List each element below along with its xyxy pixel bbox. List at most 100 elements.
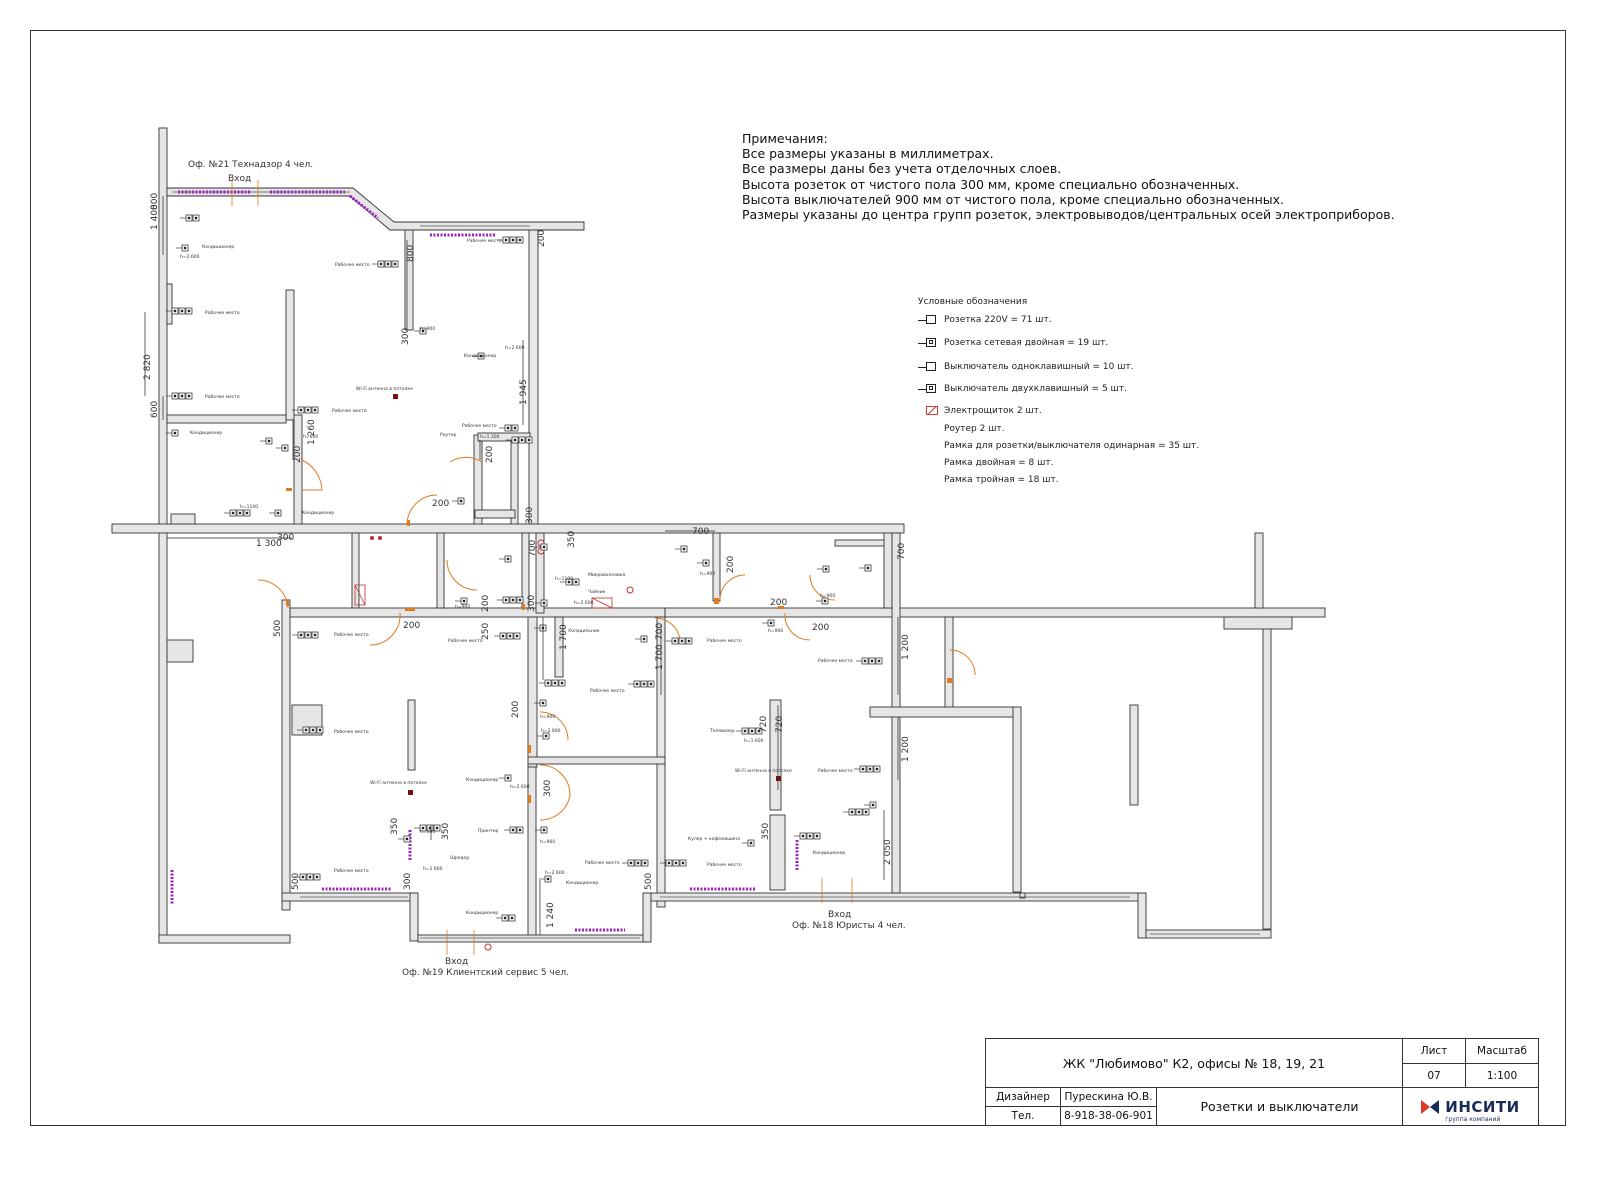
label-workplace: Рабочее место	[467, 238, 502, 244]
wall	[289, 607, 666, 618]
dim-200b: 200	[293, 446, 303, 463]
label-conditioner: Кондиционер	[466, 910, 498, 916]
windows	[172, 191, 1260, 939]
socket-core	[304, 728, 308, 732]
socket-core	[308, 875, 312, 879]
socket-core	[681, 861, 685, 865]
dim-300: 300	[277, 533, 294, 543]
label-height: h=900	[768, 628, 783, 634]
socket-core	[636, 861, 640, 865]
dim-1300: 1 300	[256, 539, 282, 549]
socket-core	[682, 547, 686, 551]
socket-core	[527, 438, 531, 442]
dim-350b: 350	[390, 818, 400, 835]
socket-core	[421, 329, 425, 333]
notes-line: Все размеры указаны в миллиметрах.	[742, 146, 994, 162]
wall	[527, 756, 666, 765]
dim-200h: 200	[770, 598, 787, 608]
socket-core	[518, 598, 522, 602]
socket-core	[542, 601, 546, 605]
dim-700d: 700	[655, 623, 665, 640]
dim-500b: 500	[291, 873, 301, 890]
dim-700: 700	[528, 540, 538, 557]
label-height: h=900	[540, 839, 555, 845]
socket-core	[642, 682, 646, 686]
wall	[1129, 704, 1139, 806]
label-workplace: Рабочее место	[205, 394, 240, 400]
socket-core	[180, 394, 184, 398]
socket-core	[629, 861, 633, 865]
label-workplace: Рабочее место	[335, 262, 370, 268]
notes-line: Высота розеток от чистого пола 300 мм, к…	[742, 176, 1240, 192]
legend-item: Розетка сетевая двойная = 19 шт.	[918, 337, 1108, 349]
wall	[535, 532, 545, 614]
wall	[712, 532, 721, 602]
door-jambs	[286, 488, 952, 803]
socket-core	[313, 408, 317, 412]
socket-core	[801, 834, 805, 838]
designer-label: Дизайнер	[985, 1087, 1061, 1107]
dim-1700: 1 700	[559, 624, 569, 650]
label-height: h=2 600	[545, 870, 565, 876]
dimension-lines	[144, 196, 899, 935]
label-conditioner: Кондиционер	[566, 880, 598, 886]
socket-core	[503, 916, 507, 920]
label-height: h=900	[700, 571, 715, 577]
notes-line: Высота выключателей 900 мм от чистого по…	[742, 191, 1285, 207]
dim-2050: 2 050	[883, 839, 893, 865]
socket-core	[508, 634, 512, 638]
socket-core	[875, 767, 879, 771]
wall	[285, 289, 295, 421]
sheet-label: Лист	[1402, 1038, 1466, 1064]
label-fridge: Холодильник	[568, 628, 600, 634]
socket-core	[511, 238, 515, 242]
dim-500: 500	[273, 620, 283, 637]
wall	[407, 699, 416, 771]
socket-core	[823, 599, 827, 603]
socket-core	[864, 810, 868, 814]
dim-200g: 200	[726, 556, 736, 573]
phone-label: Тел.	[985, 1106, 1061, 1126]
wall	[158, 127, 168, 529]
socket-core	[393, 262, 397, 266]
socket-core	[542, 828, 546, 832]
legend-extra: Рамка двойная = 8 шт.	[944, 458, 1054, 468]
label-conditioner: Кондиционер	[813, 850, 845, 856]
label-height: h=2 600	[505, 345, 525, 351]
dim-800b: 800	[406, 245, 416, 262]
wall	[409, 892, 419, 942]
label-height: h=1 600	[744, 738, 764, 744]
notes-block: Примечания: Все размеры указаны в миллим…	[742, 131, 1395, 222]
socket-core	[743, 729, 747, 733]
notes-line: Все размеры даны без учета отделочных сл…	[742, 161, 1062, 177]
wall	[528, 229, 539, 531]
socket-core	[504, 238, 508, 242]
label-height: h=2 600	[574, 600, 594, 606]
dim-800: 800	[150, 193, 160, 210]
socket-core	[544, 734, 548, 738]
wall	[436, 532, 445, 609]
socket-core	[299, 633, 303, 637]
socket-core	[857, 810, 861, 814]
dim-700b: 700	[692, 527, 709, 537]
wall	[474, 509, 516, 519]
scale-value: 1:100	[1465, 1063, 1539, 1088]
wall	[527, 766, 537, 940]
wall	[351, 532, 360, 614]
label-workplace: Рабочее место	[334, 632, 369, 638]
socket-core	[513, 426, 517, 430]
purple-heaters	[170, 190, 799, 932]
dim-200d: 200	[432, 499, 449, 509]
label-wifi: Wi-Fi антенна в потолке	[356, 386, 413, 392]
label-wifi: Wi-Fi антенна в потолке	[735, 768, 792, 774]
label-workplace: Рабочее место	[818, 768, 853, 774]
socket-core	[511, 598, 515, 602]
wall	[166, 414, 287, 424]
dim-300d: 300	[527, 595, 537, 612]
socket-core	[306, 633, 310, 637]
socket-core	[642, 637, 646, 641]
electrical-panels	[354, 394, 781, 951]
legend-extra: Рамка для розетки/выключателя одинарная …	[944, 441, 1200, 451]
